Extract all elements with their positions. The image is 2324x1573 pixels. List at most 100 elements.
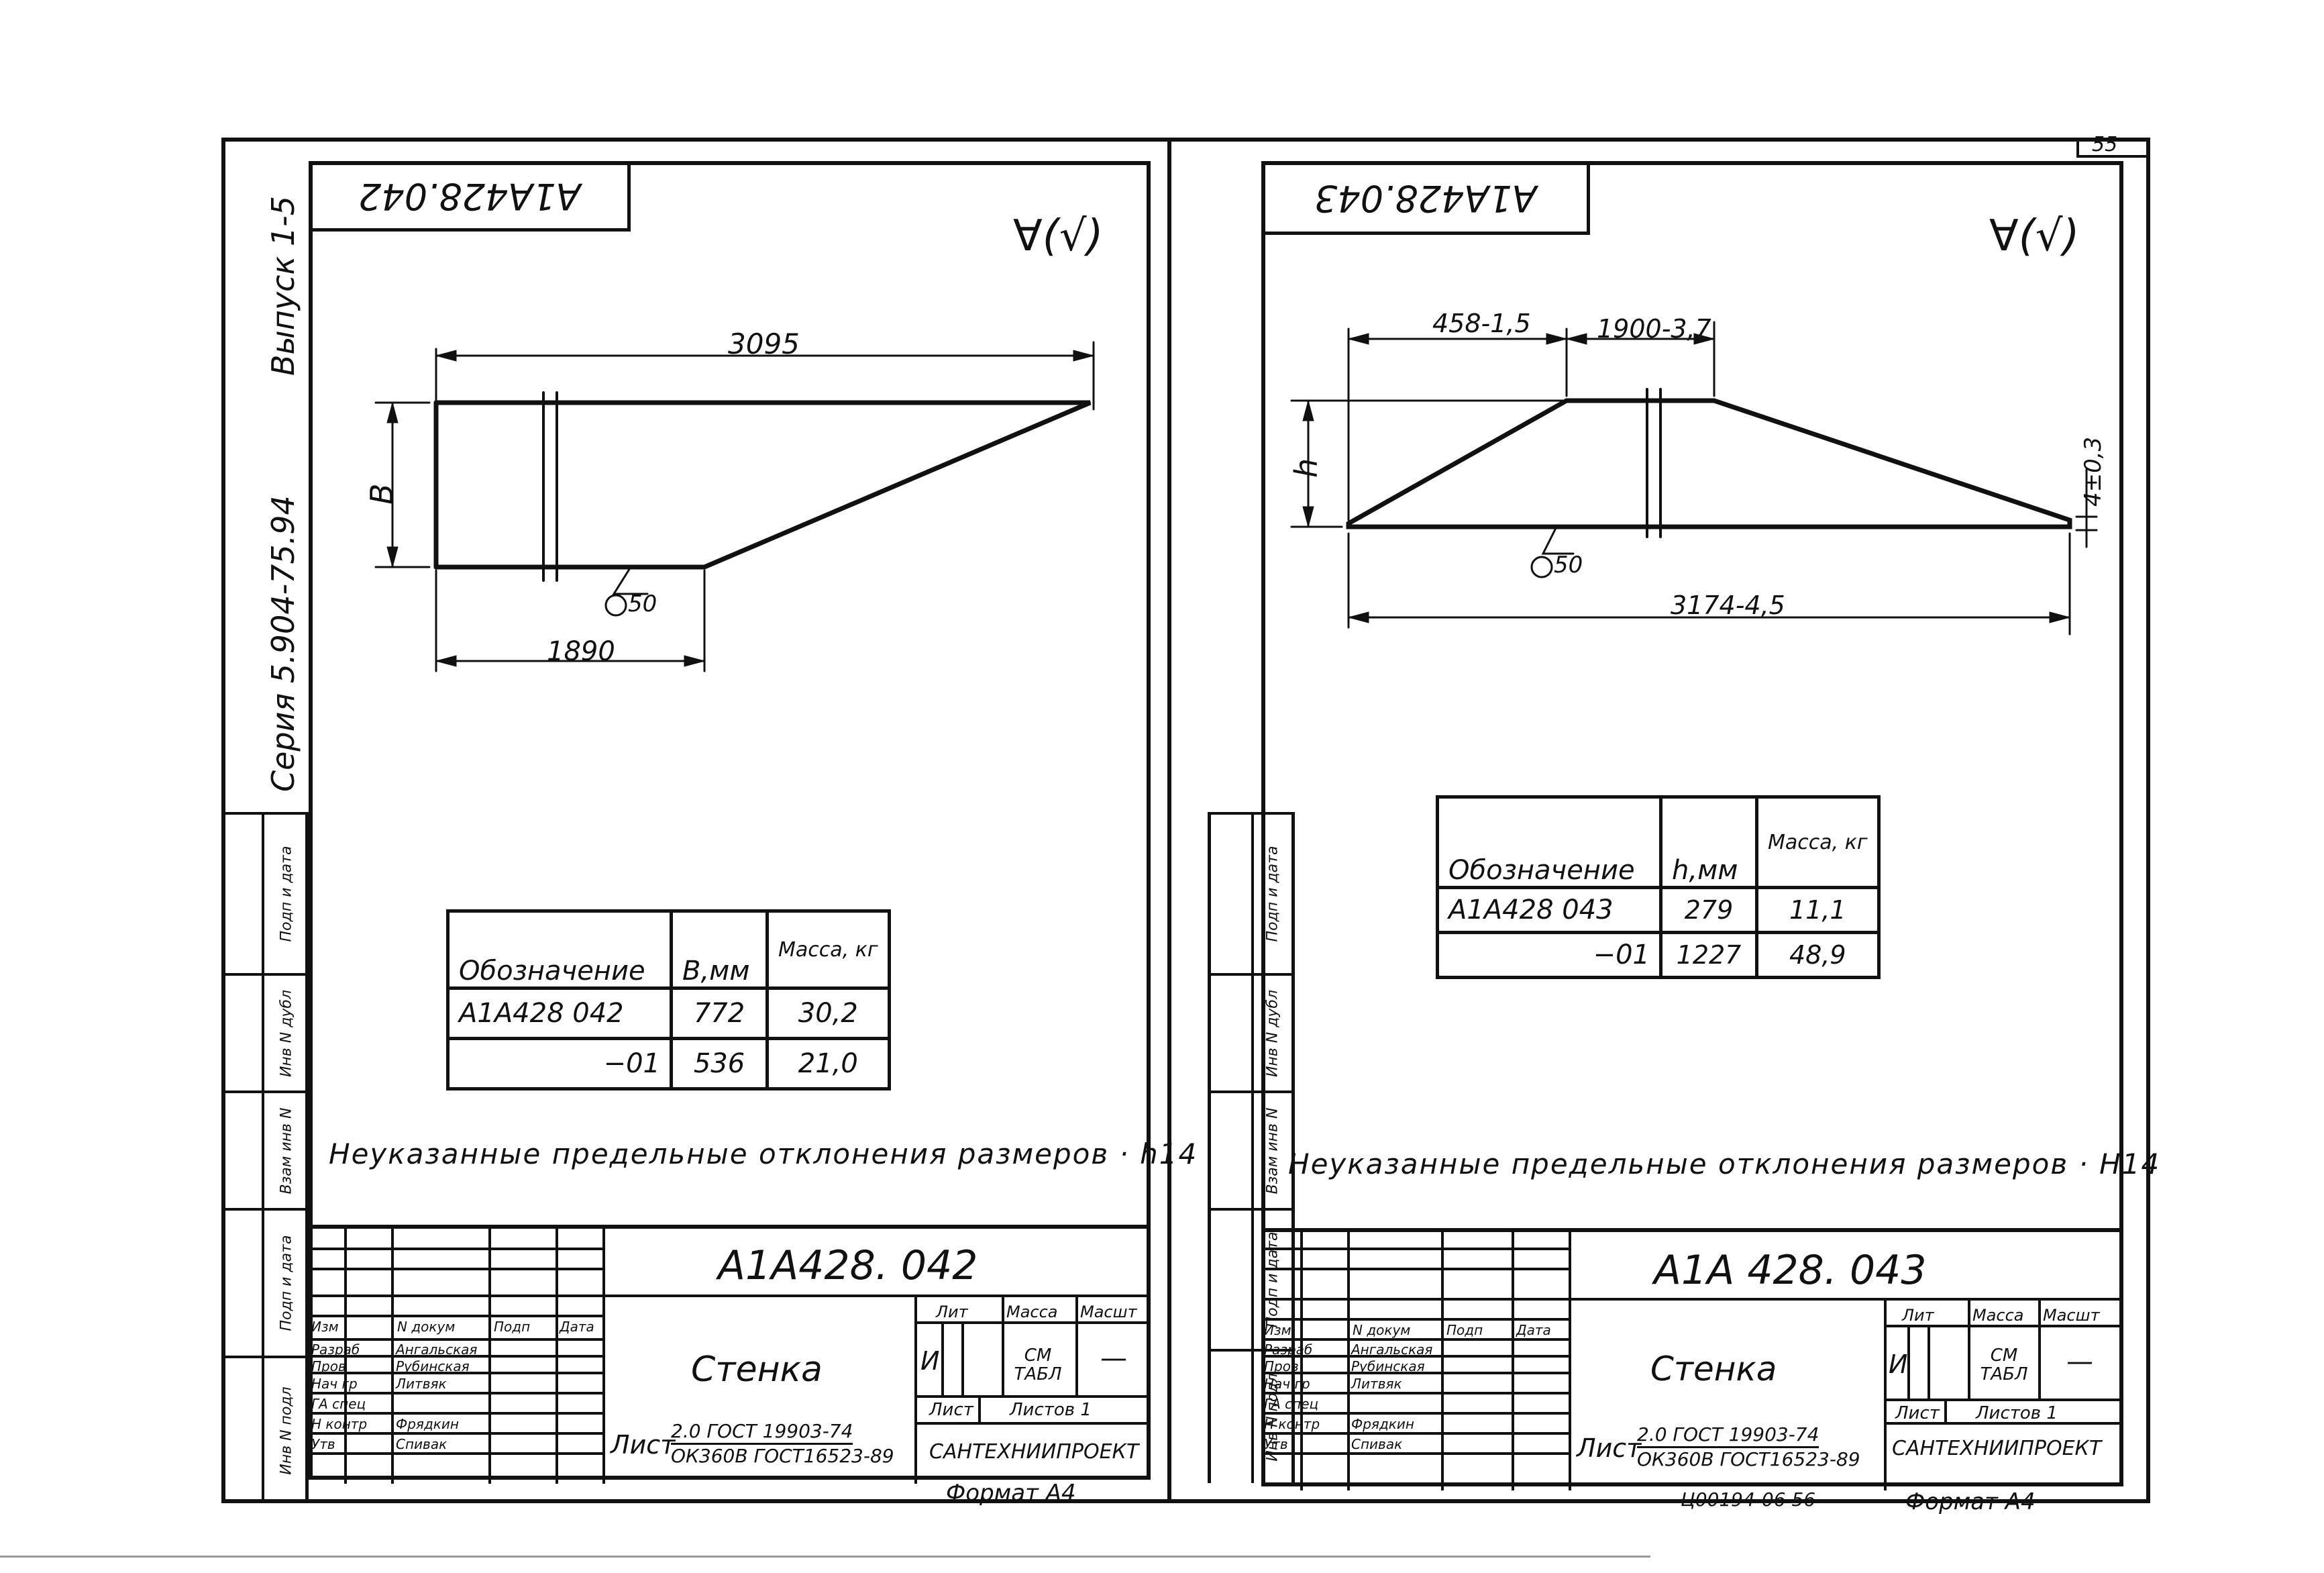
roughness-icon: ∀(√) [1989, 211, 2080, 261]
dim-edge: 4±0,3 [2080, 436, 2107, 507]
material-top: 2.0 ГОСТ 19903-74 [1637, 1423, 1819, 1448]
table-cell: 772 [670, 986, 769, 1040]
break-marks [1646, 388, 1662, 538]
material-prefix: Лист [611, 1430, 676, 1460]
right-side-cell-4: Подп и дата [1211, 1208, 1291, 1349]
org-name: САНТЕХНИИПРОЕКТ [1892, 1437, 2102, 1460]
sheet-label: Лист [929, 1400, 973, 1420]
left-side-divider [262, 812, 264, 1503]
material-bottom: ОК360В ГОСТ16523-89 [1637, 1448, 1860, 1470]
table-cell: −01 [1436, 931, 1662, 979]
table-cell: 30,2 [765, 986, 891, 1040]
sig-name: Ангальская [396, 1341, 478, 1358]
left-tolerance-note: Неуказанные предельные отклонения размер… [329, 1137, 1198, 1170]
dim-roughness: 50 [628, 591, 657, 617]
right-tolerance-note: Неуказанные предельные отклонения размер… [1288, 1148, 2161, 1180]
title-block-grid [309, 1229, 1151, 1484]
table-row: −01 536 21,0 [446, 1037, 891, 1090]
sheet-label: Лист [1895, 1403, 1940, 1423]
table-cell: А1А428 042 [446, 986, 673, 1040]
left-side-cell-4: Подп и дата [221, 1208, 305, 1356]
table-row: А1А428 042 772 30,2 [446, 986, 891, 1040]
sig-role: ГА спец [311, 1396, 366, 1412]
sig-header: Подп [1446, 1322, 1483, 1338]
bottom-code: Ц00194-06 56 [1681, 1488, 1816, 1511]
sheets-count: Листов 1 [1010, 1400, 1092, 1420]
sig-name: Фрядкин [396, 1416, 459, 1432]
sheet-divider [1167, 138, 1171, 1503]
sig-role: Нач гр [1264, 1376, 1310, 1392]
sig-name: Литвяк [396, 1376, 447, 1392]
stage-letter: И [1889, 1350, 1908, 1379]
right-side-cell-3: Взам инв N [1211, 1090, 1291, 1208]
sig-header: N докум [397, 1319, 456, 1335]
lit-header: Лит [936, 1303, 968, 1321]
ext-lines-top [1347, 321, 1715, 521]
sig-name: Ангальская [1351, 1341, 1433, 1358]
table-cell: 21,0 [765, 1037, 891, 1090]
sig-role: Разраб [1264, 1341, 1313, 1358]
sig-name: Литвяк [1351, 1376, 1402, 1392]
sig-name: Спивак [396, 1436, 447, 1452]
ext-lines-height [374, 401, 431, 568]
right-side-column: Подп и дата Инв N дубл Взам инв N Подп и… [1208, 812, 1295, 1483]
sig-role: Разраб [311, 1341, 360, 1358]
table-row: −01 1227 48,9 [1436, 931, 1881, 979]
table-cell: 279 [1659, 886, 1758, 934]
right-side-divider [1251, 812, 1254, 1483]
ext-lines-top [435, 341, 1095, 431]
left-format-label: Формат А4 [946, 1480, 1076, 1507]
sig-name: Рубинская [396, 1358, 470, 1374]
scale-value: — [2066, 1346, 2093, 1377]
mass-value: СМ ТАБЛ [1980, 1346, 2028, 1384]
left-side-cell-3: Взам инв N [221, 1090, 305, 1208]
right-side-cell-2: Инв N дубл [1211, 973, 1291, 1090]
page-number-box [2076, 138, 2150, 158]
table-cell: 48,9 [1755, 931, 1881, 979]
material-prefix: Лист [1577, 1433, 1642, 1463]
sig-name: Рубинская [1351, 1358, 1425, 1374]
title-name: Стенка [1650, 1350, 1777, 1388]
scale-header: Масшт [2043, 1306, 2100, 1325]
part-outline [433, 400, 1092, 570]
page-number: 55 [2092, 133, 2118, 156]
scan-edge-line [0, 1556, 1650, 1558]
dim-short: 1890 [547, 636, 615, 667]
part-outline [1346, 398, 2072, 529]
scale-value: — [1100, 1343, 1127, 1374]
sig-header: Подп [494, 1319, 531, 1335]
roughness-mark [612, 566, 649, 595]
sig-role: Утв [1264, 1436, 1288, 1452]
dim-total: 3174-4,5 [1671, 591, 1785, 620]
sig-role: ГА спец [1264, 1396, 1319, 1412]
table-header: Масса, кг [1755, 795, 1881, 889]
sig-header: Изм [1264, 1322, 1291, 1338]
left-side-cell-2: Инв N дубл [221, 973, 305, 1090]
right-spec-table: Обозначение h,мм Масса, кг А1А428 043 27… [1436, 795, 1881, 979]
mass-header: Масса [1972, 1306, 2024, 1325]
lit-header: Лит [1902, 1306, 1934, 1325]
mass-header: Масса [1006, 1303, 1058, 1321]
sig-name: Спивак [1351, 1436, 1403, 1452]
table-cell: А1А428 043 [1436, 886, 1662, 934]
sig-header: N докум [1353, 1322, 1411, 1338]
material-top: 2.0 ГОСТ 19903-74 [671, 1420, 853, 1445]
left-side-cell-5: Инв N подл [221, 1356, 305, 1503]
dim-roughness: 50 [1554, 552, 1583, 578]
title-block-grid [1261, 1232, 2123, 1490]
table-header: Обозначение [1436, 795, 1662, 889]
sig-role: Утв [311, 1436, 335, 1452]
table-header: h,мм [1659, 795, 1758, 889]
table-cell: 1227 [1659, 931, 1758, 979]
edge-dim [2075, 468, 2098, 548]
sig-role: Пров [311, 1358, 346, 1374]
left-title-block: А1А428. 042 Стенка Лит Масса Масшт И СМ … [309, 1225, 1151, 1484]
left-drawing-frame [309, 161, 1151, 1480]
sig-role: Пров [1264, 1358, 1299, 1374]
sig-header: Дата [1516, 1322, 1551, 1338]
right-format-label: Формат А4 [1905, 1488, 2036, 1515]
right-drawing-frame [1261, 161, 2123, 1486]
sig-header: Дата [560, 1319, 594, 1335]
